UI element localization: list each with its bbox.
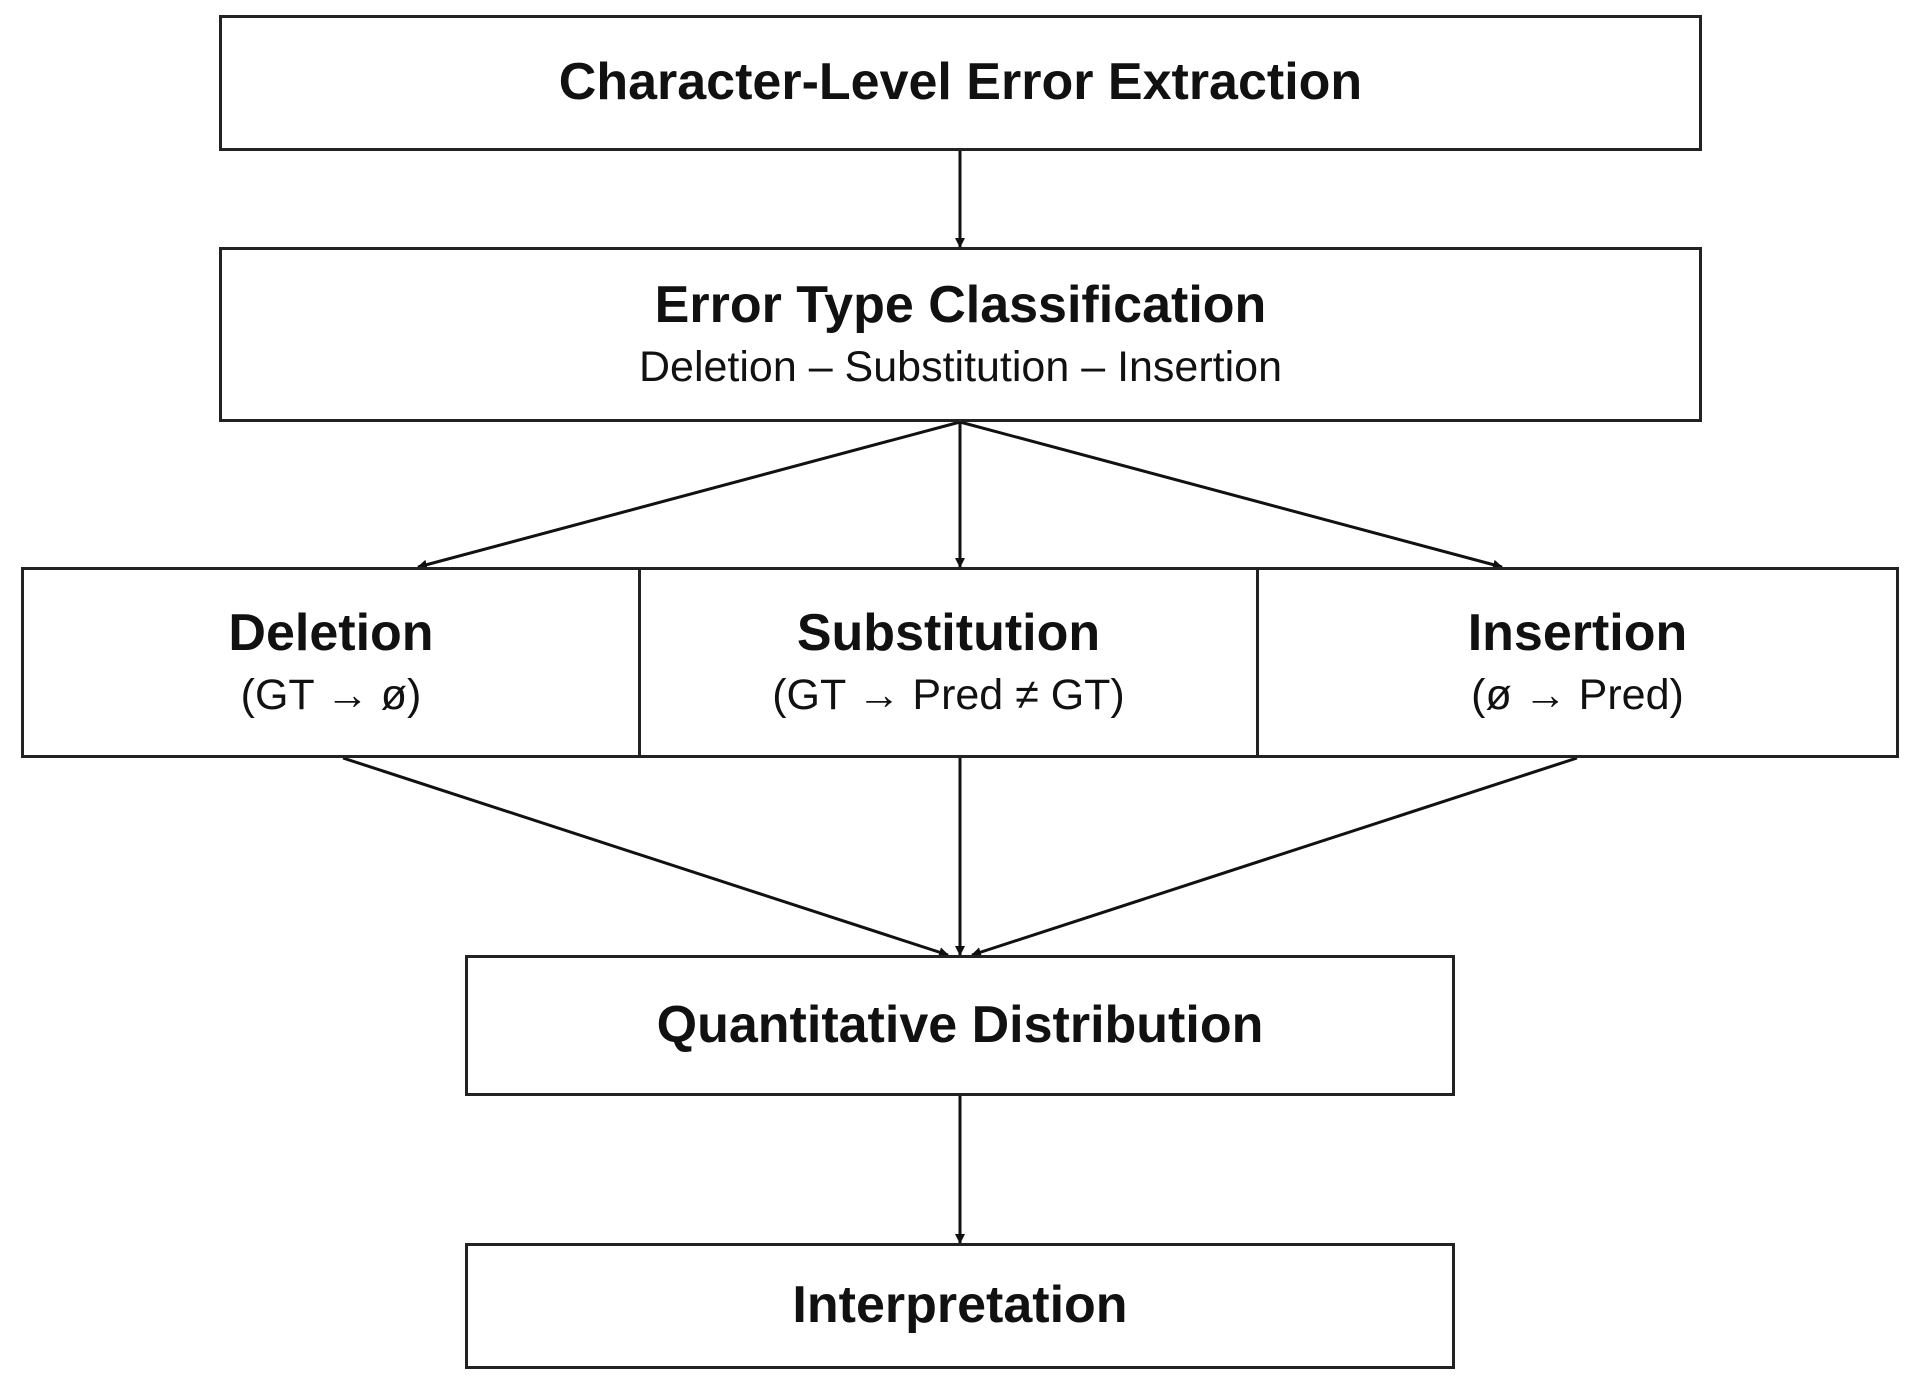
distribution-box: Quantitative Distribution <box>465 955 1455 1096</box>
distribution-title: Quantitative Distribution <box>656 995 1264 1054</box>
insertion-title: Insertion <box>1467 603 1688 662</box>
classification-subtitle: Deletion – Substitution – Insertion <box>638 342 1282 391</box>
arrow-insertion-to-distribution <box>971 756 1578 957</box>
substitution-formula: (GT → Pred ≠ GT) <box>772 670 1125 719</box>
extraction-title: Character-Level Error Extraction <box>558 53 1363 112</box>
arrow-classification-to-insertion <box>959 420 1503 570</box>
insertion-box: Insertion (ø → Pred) <box>1256 567 1899 758</box>
substitution-title: Substitution <box>796 603 1101 662</box>
classification-box: Error Type Classification Deletion – Sub… <box>219 247 1702 422</box>
deletion-title: Deletion <box>228 603 434 662</box>
arrow-deletion-to-distribution <box>342 756 949 957</box>
substitution-box: Substitution (GT → Pred ≠ GT) <box>638 567 1259 758</box>
deletion-formula: (GT → ø) <box>240 670 422 719</box>
insertion-formula: (ø → Pred) <box>1471 670 1684 719</box>
interpretation-box: Interpretation <box>465 1243 1455 1369</box>
deletion-box: Deletion (GT → ø) <box>21 567 641 758</box>
classification-title: Error Type Classification <box>654 275 1267 334</box>
arrow-classification-to-deletion <box>417 420 961 570</box>
interpretation-title: Interpretation <box>792 1276 1128 1335</box>
extraction-box: Character-Level Error Extraction <box>219 15 1702 151</box>
